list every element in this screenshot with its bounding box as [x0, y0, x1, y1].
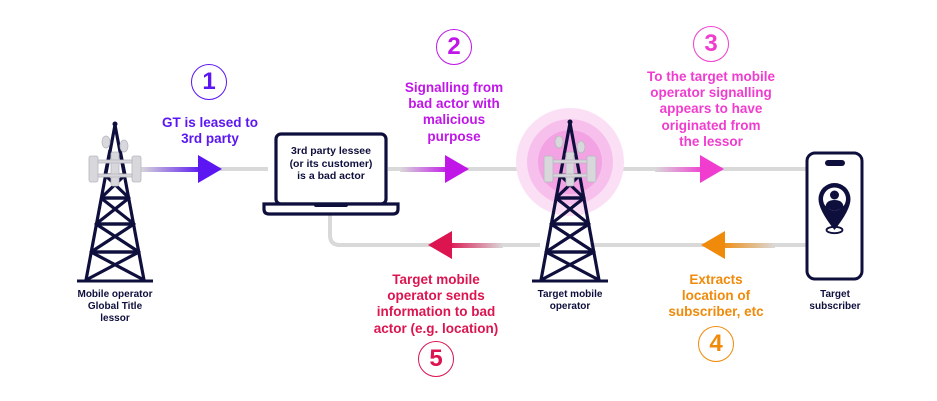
laptop-icon: [262, 132, 400, 216]
laptop-text-line: (or its customer): [289, 157, 373, 170]
arrow-step-5: [428, 231, 503, 259]
step-1-text-line: 3rd party: [181, 131, 239, 147]
target-operator-label-line: operator: [549, 301, 591, 312]
lessor-label-line: lessor: [100, 313, 130, 324]
step-2-text-line: bad actor with: [408, 96, 500, 112]
laptop-screen-text: 3rd party lessee (or its customer) is a …: [278, 145, 384, 183]
step-5-text-line: operator sends: [387, 288, 485, 304]
arrow-step-2: [400, 155, 469, 183]
line-target-to-laptop: [328, 212, 540, 247]
step-2-text-line: malicious: [422, 112, 486, 128]
step-1-text-line: GT is leased to: [161, 115, 259, 130]
step-1-number: 1: [202, 68, 216, 95]
cell-tower-icon: [77, 121, 153, 283]
laptop-text-line: 3rd party lessee: [291, 145, 371, 157]
cell-tower-broadcasting-icon: [516, 108, 624, 283]
step-1-text: GT is leased to 3rd party: [150, 115, 270, 147]
step-5-number: 5: [429, 345, 443, 372]
step-5-text-line: information to bad: [376, 304, 496, 320]
lessor-label: Mobile operator Global Title lessor: [55, 289, 175, 325]
laptop-text-line: is a bad actor: [297, 170, 365, 183]
lessor-label-line: Mobile operator: [77, 289, 153, 300]
arrow-step-3: [655, 155, 724, 183]
step-5-text: Target mobile operator sends information…: [356, 272, 516, 337]
step-5-number-badge: 5: [418, 341, 454, 377]
step-2-text: Signalling from bad actor with malicious…: [384, 80, 524, 145]
step-3-text: To the target mobile operator signalling…: [630, 69, 792, 150]
step-2-text-line: Signalling from: [404, 80, 504, 95]
step-4-text-line: location of: [681, 288, 751, 304]
step-4-number: 4: [709, 330, 723, 357]
subscriber-label: Target subscriber: [790, 289, 880, 313]
step-5-text-line: Target mobile: [392, 272, 480, 287]
step-3-number-badge: 3: [693, 26, 729, 62]
step-4-text-line: subscriber, etc: [668, 304, 764, 320]
step-2-number: 2: [447, 33, 461, 60]
subscriber-label-line: subscriber: [809, 301, 861, 312]
lessor-label-line: Global Title: [87, 301, 143, 312]
arrow-step-1: [140, 155, 222, 183]
step-3-text-line: the lessor: [679, 133, 743, 149]
step-5-text-line: actor (e.g. location): [373, 320, 499, 336]
step-1-number-badge: 1: [191, 64, 227, 100]
step-4-text: Extracts location of subscriber, etc: [656, 272, 776, 321]
arrow-step-4: [701, 231, 775, 259]
subscriber-label-line: Target: [820, 289, 850, 300]
target-operator-label: Target mobile operator: [515, 289, 625, 313]
connector-lines: [140, 167, 806, 247]
step-2-number-badge: 2: [436, 29, 472, 65]
step-3-text-line: originated from: [661, 117, 761, 133]
step-3-text-line: To the target mobile: [646, 69, 775, 84]
smartphone-location-pin-icon: [805, 151, 864, 281]
step-3-number: 3: [704, 30, 718, 57]
step-3-text-line: appears to have: [659, 101, 763, 117]
step-2-text-line: purpose: [427, 128, 481, 144]
target-operator-label-line: Target mobile: [537, 289, 603, 300]
step-3-text-line: operator signalling: [650, 85, 772, 101]
step-4-text-line: Extracts: [689, 272, 743, 287]
step-4-number-badge: 4: [698, 326, 734, 362]
